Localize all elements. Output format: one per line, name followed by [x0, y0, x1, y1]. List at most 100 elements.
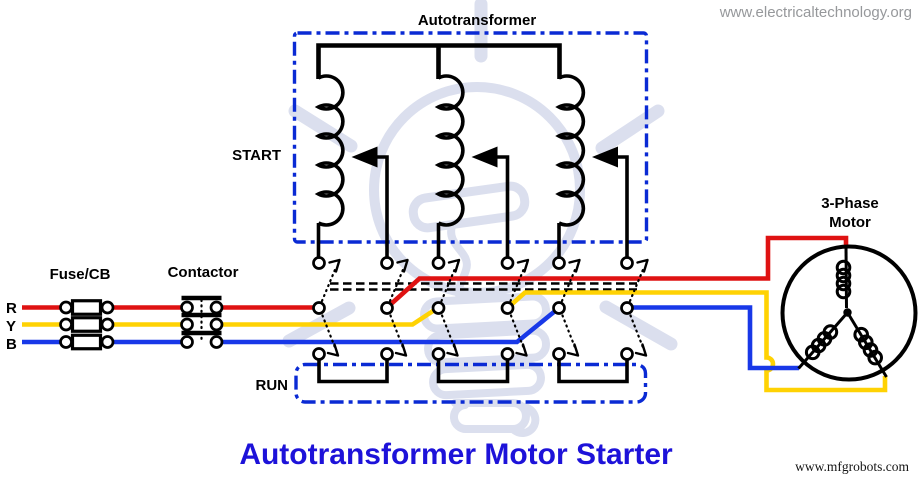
contactor-group: [180, 295, 224, 349]
fuse-terminal: [100, 317, 115, 332]
terminal-mid: [620, 301, 634, 315]
tap-lead: [495, 155, 510, 257]
bulb-watermark: [282, 0, 678, 437]
phase-label-b: B: [6, 336, 17, 353]
fuse-body: [70, 333, 103, 351]
bulb-base-ring-2: [424, 326, 550, 367]
bottom-right-watermark: www.mfgrobots.com: [795, 459, 909, 474]
winding-loop: [867, 349, 884, 366]
bulb-base-ring-3: [429, 360, 545, 400]
terminal-bottom: [380, 347, 394, 361]
switch-blade-start: [628, 267, 645, 303]
contactor-terminal: [209, 335, 224, 349]
terminal-mid: [431, 301, 446, 315]
tap-arrow-2: [471, 146, 510, 257]
run-enclosure-box: [294, 362, 648, 404]
contactor-terminal: [180, 300, 194, 315]
terminal-bottom: [431, 347, 446, 361]
autotransformer-coil-3: [555, 74, 586, 227]
contactor-label: Contactor: [168, 264, 239, 281]
switch-blade-run: [509, 314, 525, 349]
tap-lead: [615, 155, 629, 257]
switch-blade-run: [389, 314, 405, 349]
winding-loop: [835, 275, 852, 292]
switch-blade-run: [440, 314, 456, 349]
winding-loop: [804, 344, 821, 361]
bulb-ray-lower-right: [599, 300, 678, 351]
terminal-mid: [312, 301, 326, 315]
start-contact-column-2: [380, 256, 409, 361]
top-right-watermark: www.electricaltechnology.org: [719, 4, 912, 21]
fuse-terminal: [59, 335, 73, 349]
blade-arrowhead-down: [634, 343, 648, 357]
blade-arrowhead-down: [566, 343, 580, 357]
autotransformer-bus: [316, 43, 562, 79]
terminal-mid: [380, 301, 394, 315]
start-enclosure-box: [292, 31, 649, 244]
tap-arrowhead: [592, 146, 618, 168]
run-group: [294, 359, 648, 404]
winding-loop: [835, 267, 852, 284]
blade-arrowhead-down: [515, 343, 528, 357]
fuse-terminal: [100, 300, 115, 315]
autotransformer-label: Autotransformer: [418, 12, 537, 29]
blade-arrowhead-up: [396, 258, 409, 273]
autotransformer-group: [292, 31, 649, 257]
run-link-1: [317, 359, 389, 384]
wire-b-supply-right: [214, 309, 556, 345]
tap-lead: [375, 155, 389, 257]
tap-arrowhead: [471, 146, 498, 168]
terminal-bottom: [620, 347, 634, 361]
blade-arrowhead-down: [326, 343, 340, 357]
switch-blade-start: [440, 267, 457, 303]
wire-b-motor: [632, 305, 799, 371]
terminal-bottom: [500, 347, 515, 361]
blade-arrowhead-down: [446, 343, 459, 357]
run-link-2: [436, 359, 510, 384]
motor-label-line1: 3-Phase: [821, 195, 879, 212]
switch-blade-start: [560, 267, 577, 303]
bulb-filament: [447, 222, 471, 302]
switch-blade-start: [388, 267, 405, 303]
fuse-terminal: [100, 335, 115, 349]
contactor-terminal: [209, 300, 224, 315]
terminal-mid: [500, 301, 515, 315]
blade-arrowhead-up: [636, 258, 649, 273]
run-label: RUN: [256, 377, 289, 394]
motor-group: [780, 244, 918, 382]
phase-label-r: R: [6, 300, 17, 317]
fuse-terminal: [59, 317, 73, 332]
winding-loop: [835, 283, 852, 300]
blade-arrowhead-up: [447, 258, 461, 273]
switch-blade-start: [320, 267, 337, 303]
terminal-top: [380, 256, 394, 270]
switch-blade-run: [321, 314, 337, 349]
winding-loop: [835, 259, 852, 276]
terminal-top: [431, 256, 446, 270]
blade-arrowhead-up: [568, 258, 581, 273]
contactor-terminal: [209, 317, 224, 332]
phase-label-y: Y: [6, 318, 16, 335]
switch-blade-run: [629, 314, 645, 349]
start-contact-column-4: [500, 256, 530, 361]
wire-y-motor: [509, 290, 888, 393]
fuse-body: [70, 299, 103, 316]
wire-r-motor: [389, 235, 849, 306]
blade-arrowhead-up: [516, 258, 530, 273]
terminal-mid: [552, 301, 566, 315]
fuse-r: [59, 299, 115, 316]
motor-wires: [389, 235, 888, 393]
page-title: Autotransformer Motor Starter: [239, 438, 673, 471]
start-contact-column-3: [431, 256, 461, 361]
bulb-ray-upper-right: [595, 104, 665, 155]
tap-arrow-3: [592, 146, 629, 257]
terminal-top: [312, 256, 326, 270]
bulb-base-tip: [450, 399, 540, 437]
switch-blade-run: [561, 314, 577, 349]
terminal-bottom: [552, 347, 566, 361]
switch-blade-start: [509, 267, 526, 303]
blade-arrowhead-down: [394, 343, 408, 357]
start-contact-column-1: [312, 256, 341, 361]
